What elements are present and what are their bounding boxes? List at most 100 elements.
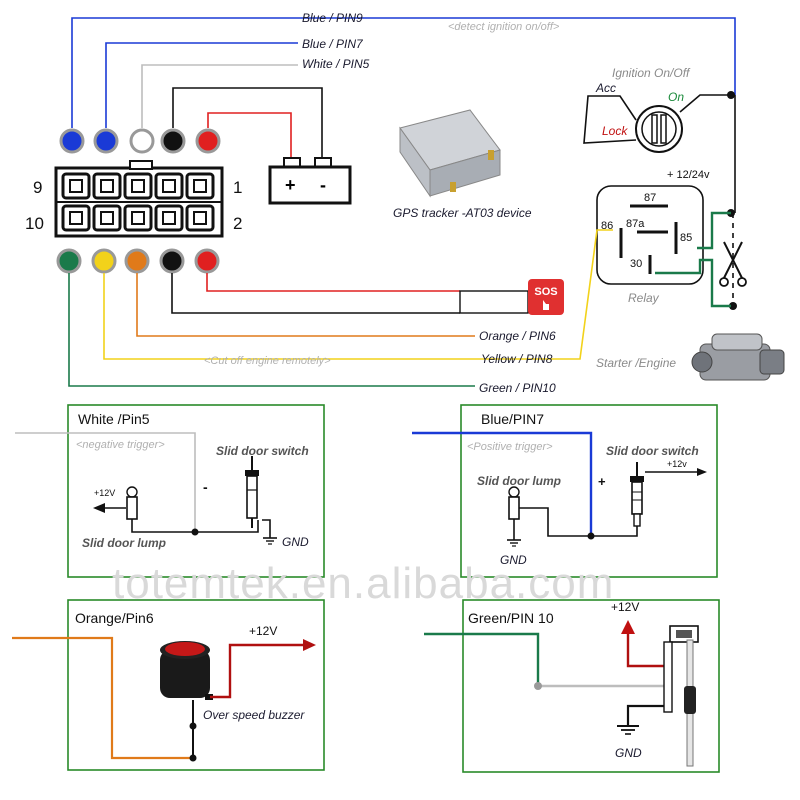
- gps-caption: GPS tracker -AT03 device: [393, 206, 532, 220]
- scissors-icon: [719, 241, 747, 287]
- relay-87: 87: [644, 192, 656, 204]
- battery-minus: -: [320, 175, 326, 195]
- junction-dot: [727, 91, 735, 99]
- panel-orange-buzzer-label: Over speed buzzer: [203, 708, 305, 722]
- ground-icon: [263, 537, 277, 545]
- panel-blue-plus: +: [598, 474, 606, 489]
- sos-button-icon[interactable]: SOS: [528, 279, 564, 315]
- panel-blue-note: <Positive trigger>: [467, 441, 553, 453]
- wire-black-sos: [171, 273, 460, 314]
- panel-blue-plus12: +12v: [667, 459, 687, 469]
- label-starter-engine: Starter /Engine: [596, 356, 676, 370]
- wire-orange-panel: [12, 636, 193, 760]
- panel-white-title: White /Pin5: [78, 411, 150, 427]
- wire-blue-panel: [412, 431, 593, 536]
- label-white-pin5: White / PIN5: [302, 57, 370, 71]
- wire-yellow-pin8: [103, 229, 613, 360]
- door-switch-icon: [245, 456, 259, 528]
- panel-blue-lamp-label: Slid door lump: [477, 474, 561, 488]
- wire-green-pin10: [68, 273, 475, 387]
- ignition-title: Ignition On/Off: [612, 66, 691, 80]
- panel-green-gnd: GND: [615, 746, 642, 760]
- pin-blue-7: [93, 128, 119, 154]
- connector-label-9: 9: [33, 178, 42, 197]
- wire-ignition-on: [679, 94, 735, 113]
- junction-dot: [729, 302, 737, 310]
- arrow-up-icon: [621, 620, 635, 634]
- sos-cable-box: [459, 290, 529, 314]
- wire-black-battery: [172, 87, 323, 160]
- wire-ignition-acc: [583, 95, 637, 144]
- panel-orange-plus12: +12V: [249, 624, 277, 638]
- wire-switch-gnd: [262, 519, 271, 538]
- relay-30: 30: [630, 258, 642, 270]
- wire-blue-pin7: [105, 42, 298, 128]
- pin-yellow-8: [91, 248, 117, 274]
- wire-sensor-plus: [626, 634, 664, 668]
- ground-icon: [507, 539, 521, 547]
- wire-relay-30: [655, 258, 731, 308]
- label-orange-pin6: Orange / PIN6: [479, 329, 556, 343]
- junction-dot: [189, 722, 197, 730]
- pin-white-5: [129, 128, 155, 154]
- arrow-right-icon: [697, 468, 707, 476]
- buzzer-icon: [160, 641, 213, 700]
- ignition-on: On: [668, 90, 684, 104]
- panel-green: [462, 599, 720, 773]
- gps-device-icon: [399, 109, 501, 198]
- wire-white-panel: [15, 432, 196, 532]
- wire-green-panel: [424, 632, 540, 686]
- junction-dot: [189, 754, 197, 762]
- battery-plus: +: [285, 175, 296, 195]
- panel-blue-switch-label: Slid door switch: [606, 444, 699, 458]
- level-sensor-icon: [663, 625, 699, 767]
- lamp-icon: [508, 486, 520, 520]
- panel-blue-gnd: GND: [500, 553, 527, 567]
- panel-white-minus: -: [203, 479, 208, 495]
- connector-block: [54, 160, 224, 238]
- wire-white-pin5: [141, 64, 298, 128]
- panel-white-gnd: GND: [282, 535, 309, 549]
- relay-label: Relay: [628, 291, 660, 305]
- junction-dot: [191, 528, 199, 536]
- panel-white-note: <negative trigger>: [76, 439, 165, 451]
- connector-label-1: 1: [233, 178, 242, 197]
- pin-green-10: [56, 248, 82, 274]
- wire-lamp-to-switch: [519, 507, 591, 537]
- label-blue-pin7: Blue / PIN7: [302, 37, 364, 51]
- note-cut-off-engine: <Cut off engine remotely>: [204, 355, 331, 367]
- pin-red: [195, 128, 221, 154]
- junction-dot: [534, 682, 542, 690]
- wire-orange-pin6: [136, 273, 475, 337]
- wire-sensor-gnd: [626, 704, 664, 726]
- arrow-right-icon: [303, 639, 316, 651]
- pin-red-bottom: [194, 248, 220, 274]
- ignition-lock: Lock: [602, 124, 628, 138]
- pin-blue-9: [59, 128, 85, 154]
- connector-label-10: 10: [25, 214, 44, 233]
- relay-86: 86: [601, 220, 613, 232]
- wire-blue-pin9: [71, 17, 736, 128]
- ignition-switch-icon: [635, 105, 683, 153]
- pin-black: [160, 128, 186, 154]
- starter-motor-icon: [691, 333, 785, 381]
- label-12-24v: + 12/24v: [667, 169, 710, 181]
- relay-85: 85: [680, 232, 692, 244]
- wire-buzzer-plus: [210, 643, 304, 699]
- connector-label-2: 2: [233, 214, 242, 233]
- pin-orange-6: [124, 248, 150, 274]
- relay-87a: 87a: [626, 218, 645, 230]
- panel-orange-title: Orange/Pin6: [75, 610, 154, 626]
- sos-text: SOS: [534, 286, 557, 298]
- wire-red-battery: [207, 112, 292, 160]
- panel-white-plus12: +12V: [94, 488, 115, 498]
- label-green-pin10: Green / PIN10: [479, 381, 556, 395]
- panel-blue-title: Blue/PIN7: [481, 411, 544, 427]
- lamp-icon: [126, 486, 138, 520]
- label-blue-pin9: Blue / PIN9: [302, 11, 363, 25]
- wire-red-sos: [206, 273, 460, 292]
- top-pin-row: [59, 128, 221, 154]
- panel-orange: [67, 599, 325, 771]
- label-yellow-pin8: Yellow / PIN8: [481, 352, 553, 366]
